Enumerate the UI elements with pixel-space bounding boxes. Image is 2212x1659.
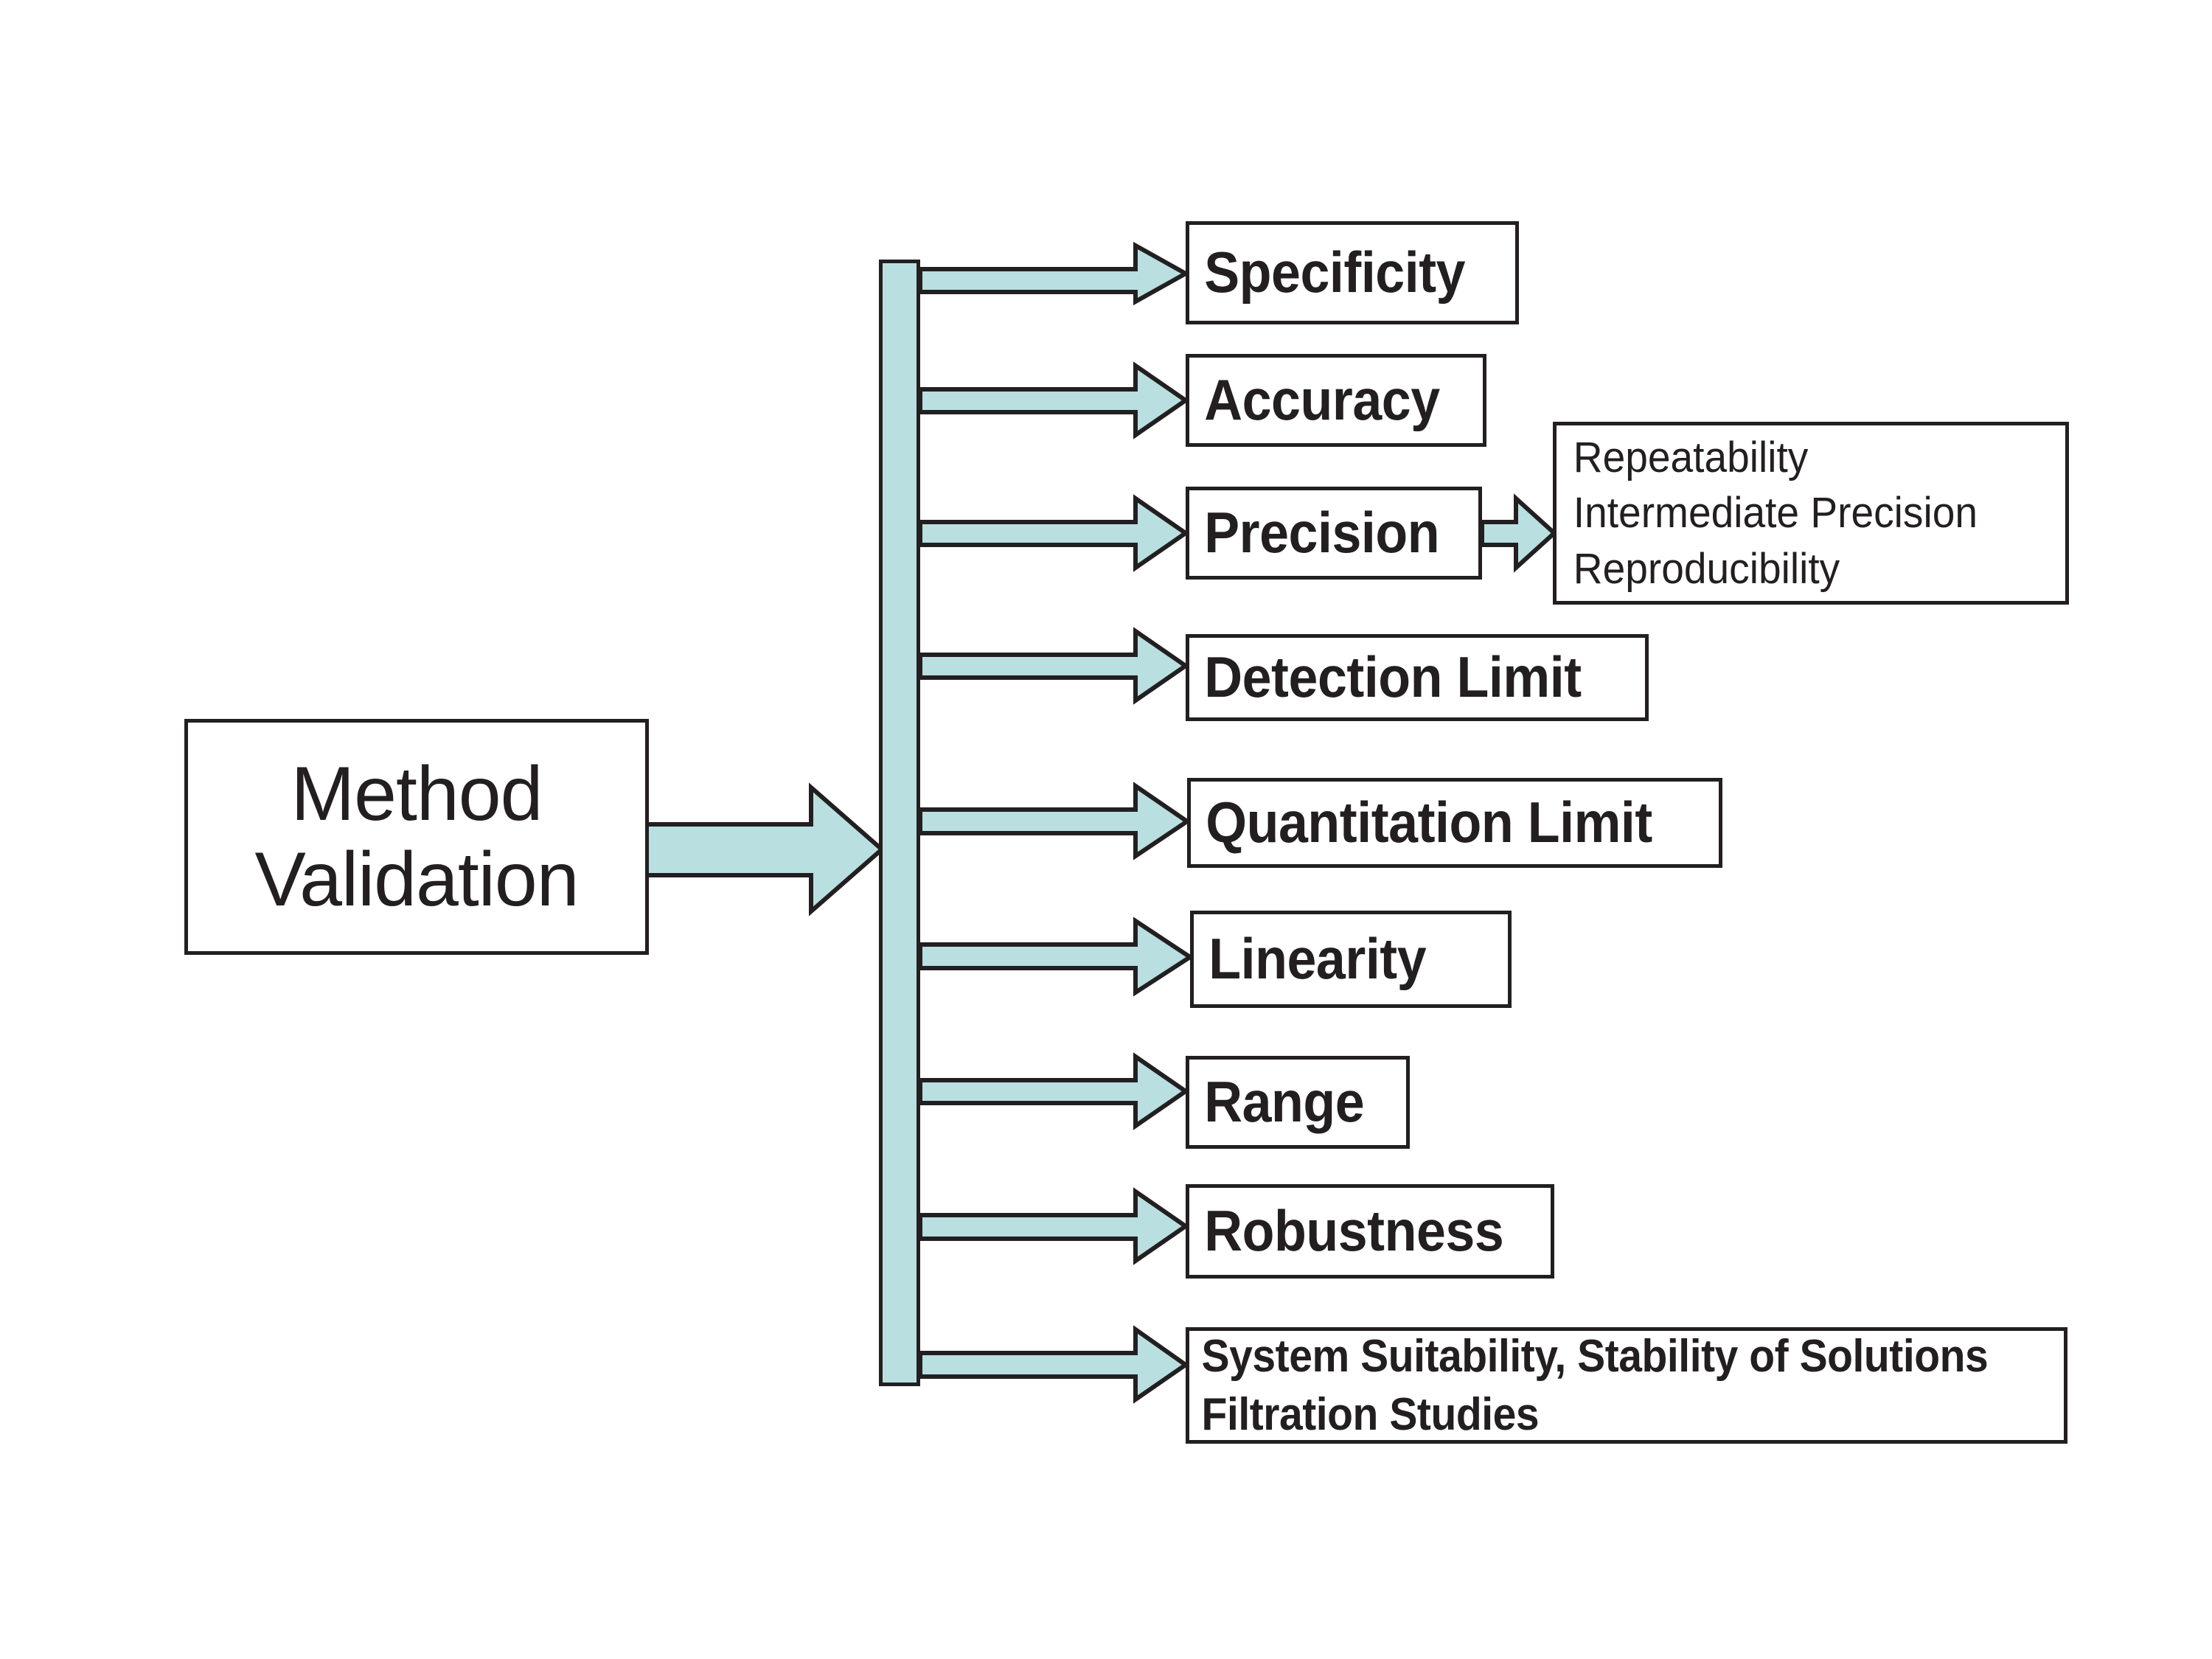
node-linearity[interactable]: Linearity	[1190, 911, 1512, 1008]
node-label-precision-subtypes: Repeatability Intermediate Precision Rep…	[1573, 433, 1978, 593]
node-label-specificity: Specificity	[1204, 240, 1466, 305]
node-label-linearity: Linearity	[1208, 926, 1427, 992]
node-detection-limit[interactable]: Detection Limit	[1186, 634, 1649, 721]
right-arrow-icon-robustness	[918, 1187, 1190, 1265]
node-range[interactable]: Range	[1186, 1056, 1410, 1149]
right-arrow-icon-specificity	[918, 241, 1191, 306]
node-label-quantitation-limit: Quantitation Limit	[1206, 790, 1652, 855]
node-specificity[interactable]: Specificity	[1186, 221, 1519, 324]
right-arrow-icon-system	[918, 1325, 1190, 1404]
node-label-precision: Precision	[1204, 500, 1440, 566]
node-label-accuracy: Accuracy	[1204, 367, 1440, 433]
right-arrow-icon-accuracy	[918, 361, 1190, 439]
right-arrow-icon-linearity	[918, 917, 1194, 997]
node-precision-subtypes[interactable]: Repeatability Intermediate Precision Rep…	[1553, 422, 2069, 605]
node-quantitation-limit[interactable]: Quantitation Limit	[1187, 778, 1722, 868]
node-system-suitability[interactable]: System Suitability, Stability of Solutio…	[1186, 1327, 2067, 1444]
node-method-validation[interactable]: Method Validation	[184, 719, 649, 955]
node-label-range: Range	[1204, 1069, 1365, 1135]
right-arrow-icon-range	[918, 1052, 1190, 1130]
vertical-trunk-bar	[879, 260, 920, 1386]
node-accuracy[interactable]: Accuracy	[1186, 354, 1486, 447]
right-arrow-icon-detection	[918, 627, 1190, 705]
node-label-system-suitability: System Suitability, Stability of Solutio…	[1201, 1330, 1989, 1440]
right-arrow-icon-precision	[918, 494, 1190, 572]
node-precision[interactable]: Precision	[1186, 487, 1482, 580]
node-label-detection-limit: Detection Limit	[1204, 644, 1582, 710]
right-arrow-icon-precision-to-repeatability	[1480, 493, 1558, 573]
node-label-robustness: Robustness	[1204, 1198, 1504, 1264]
right-arrow-icon-quantitation	[918, 782, 1192, 860]
node-robustness[interactable]: Robustness	[1186, 1184, 1554, 1279]
node-label-method-validation: Method Validation	[254, 751, 579, 922]
arrow-root-to-trunk	[608, 782, 886, 917]
